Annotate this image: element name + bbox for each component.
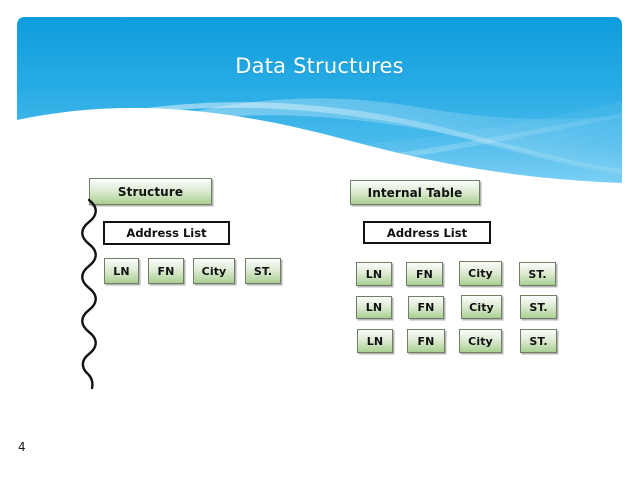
structure-field-ln[interactable]: LN [104, 258, 139, 284]
table-row[interactable]: FN [407, 329, 445, 353]
table-row[interactable]: ST. [520, 329, 557, 353]
table-row[interactable]: LN [357, 329, 393, 353]
table-row[interactable]: LN [356, 262, 392, 286]
table-row[interactable]: City [461, 295, 502, 319]
structure-header-box[interactable]: Structure [89, 178, 212, 205]
structure-field-st[interactable]: ST. [245, 258, 281, 284]
table-row[interactable]: LN [356, 296, 392, 319]
structure-field-city[interactable]: City [193, 258, 235, 284]
table-row[interactable]: ST. [520, 295, 557, 319]
banner-artwork [17, 17, 622, 183]
table-row[interactable]: FN [406, 262, 443, 286]
structure-address-list-box[interactable]: Address List [103, 221, 230, 245]
title-banner [17, 17, 622, 183]
internal-table-address-list-box[interactable]: Address List [363, 221, 491, 244]
slide-page-number: 4 [18, 440, 26, 454]
squiggly-connector-icon [81, 198, 97, 390]
page-title: Data Structures [235, 54, 404, 78]
table-row[interactable]: City [459, 329, 502, 353]
table-row[interactable]: ST. [519, 262, 556, 286]
internal-table-header-box[interactable]: Internal Table [350, 180, 480, 205]
table-row[interactable]: City [459, 261, 502, 286]
table-row[interactable]: FN [408, 296, 444, 319]
structure-field-fn[interactable]: FN [148, 258, 184, 284]
